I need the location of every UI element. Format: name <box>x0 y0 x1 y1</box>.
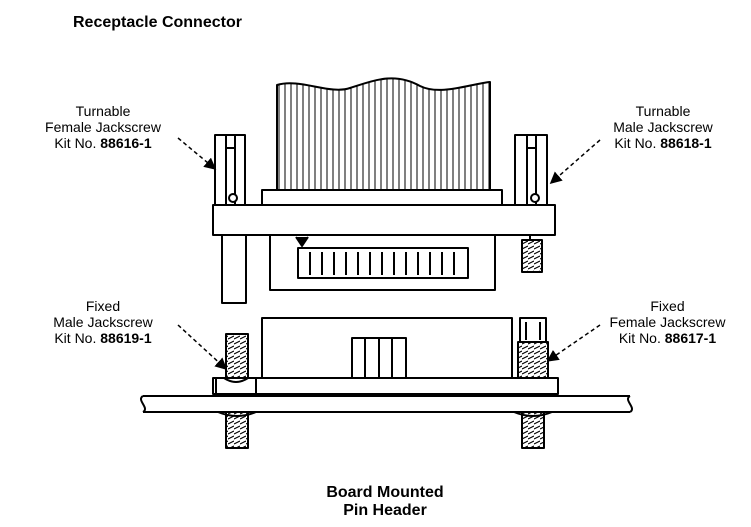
turnable-male-jackscrew-part <box>514 134 548 273</box>
turnable-female-jackscrew-part <box>214 134 247 304</box>
ribbon-cable-bundle <box>276 77 491 191</box>
kit-prefix: Kit No. <box>618 330 661 346</box>
board-mounted-title-line2: Pin Header <box>343 502 427 519</box>
kit-number: 88618-1 <box>660 135 712 151</box>
callout-kit: Kit No. 88619-1 <box>18 330 188 346</box>
callout-line1: Fixed <box>85 298 121 314</box>
callout-fixed-male: Fixed Male Jackscrew Kit No. 88619-1 <box>18 298 188 346</box>
callout-turnable-male: Turnable Male Jackscrew Kit No. 88618-1 <box>578 103 748 151</box>
callout-kit: Kit No. 88618-1 <box>578 135 748 151</box>
callout-kit: Kit No. 88617-1 <box>585 330 750 346</box>
pin-header-body <box>261 317 513 383</box>
callout-kit: Kit No. 88616-1 <box>18 135 188 151</box>
callout-line2: Female Jackscrew <box>609 314 726 330</box>
receptacle-housing <box>261 189 503 207</box>
callout-line1: Turnable <box>75 103 131 119</box>
kit-prefix: Kit No. <box>614 135 657 151</box>
fixed-female-jackscrew-part <box>513 317 553 449</box>
callout-line1: Fixed <box>650 298 685 314</box>
leader-fixed-male <box>177 324 228 371</box>
board-mounted-title: Board Mounted Pin Header <box>300 484 470 520</box>
kit-number: 88617-1 <box>664 330 717 346</box>
circuit-board <box>140 395 633 413</box>
receptacle-body <box>269 234 496 291</box>
kit-number: 88619-1 <box>100 330 152 346</box>
callout-line1: Turnable <box>635 103 691 119</box>
leader-turnable-female <box>177 137 217 170</box>
receptacle-flange <box>212 204 556 236</box>
kit-number: 88616-1 <box>100 135 152 151</box>
kit-prefix: Kit No. <box>54 135 97 151</box>
leader-turnable-male <box>549 139 601 184</box>
kit-prefix: Kit No. <box>54 330 97 346</box>
callout-line2: Male Jackscrew <box>613 119 713 135</box>
callout-fixed-female: Fixed Female Jackscrew Kit No. 88617-1 <box>585 298 750 346</box>
leader-fixed-female <box>546 324 601 362</box>
board-mounted-title-line1: Board Mounted <box>326 484 444 501</box>
pin-header-base <box>212 377 559 395</box>
fixed-male-jackscrew-part <box>215 333 257 449</box>
callout-line2: Female Jackscrew <box>45 119 161 135</box>
callout-turnable-female: Turnable Female Jackscrew Kit No. 88616-… <box>18 103 188 151</box>
callout-line2: Male Jackscrew <box>53 314 153 330</box>
receptacle-connector-title: Receptacle Connector <box>73 14 242 31</box>
